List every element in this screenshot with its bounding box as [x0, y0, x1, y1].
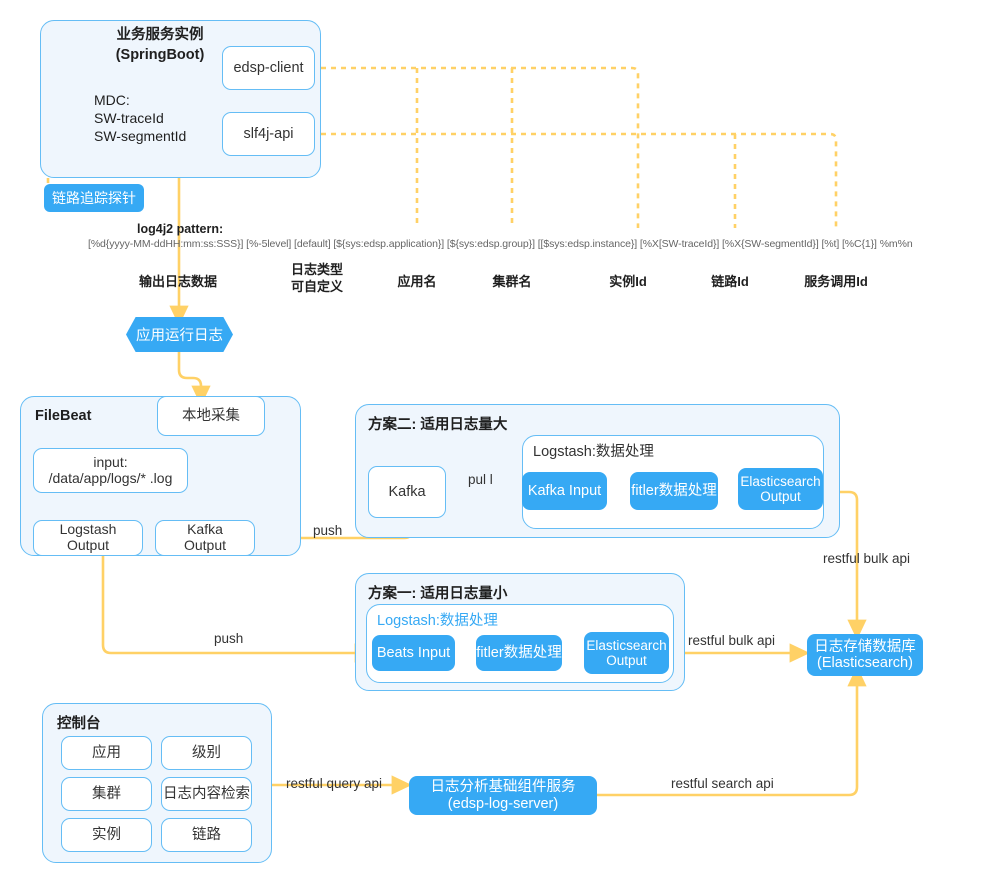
log-storage-label: 日志存储数据库 (Elasticsearch): [814, 638, 916, 671]
runtime-log-label: 应用运行日志: [136, 328, 223, 344]
kafka-output-label: Kafka Output: [183, 521, 227, 553]
local-collect-box[interactable]: 本地采集: [157, 396, 265, 436]
pattern-annotation-4: 实例Id: [609, 274, 647, 289]
edge-label-bulk-api-right: restful bulk api: [823, 551, 911, 566]
edge-label-search-api: restful search api: [671, 776, 774, 791]
pattern-annotation-0: 输出日志数据: [138, 274, 217, 289]
plan-two-stage-es-output[interactable]: Elasticsearch Output: [738, 468, 823, 510]
filebeat-input-label: input: /data/app/logs/* .log: [48, 453, 173, 486]
filebeat-title: FileBeat: [35, 408, 92, 424]
local-collect-label: 本地采集: [182, 407, 240, 424]
module-edsp-client-label: edsp-client: [233, 59, 304, 76]
plan-two-stage-0-label: Kafka Input: [527, 482, 602, 499]
plan-two-stage-filter[interactable]: fitler数据处理: [630, 472, 718, 510]
plan-one-stage-2-label: Elasticsearch Output: [586, 637, 667, 668]
plan-one-title: 方案一: 适用日志量小: [368, 586, 508, 602]
plan-two-kafka-box[interactable]: Kafka: [368, 466, 446, 518]
console-item-0-label: 应用: [92, 744, 121, 761]
wire-pattern-taps: [415, 68, 737, 228]
plan-two-stage-kafka-input[interactable]: Kafka Input: [522, 472, 607, 510]
edge-label-push-kafka: push: [313, 523, 343, 538]
plan-two-logstash-title: Logstash:数据处理: [533, 444, 654, 460]
console-item-2-label: 集群: [92, 785, 121, 802]
pattern-annotation-6: 服务调用Id: [804, 274, 868, 289]
console-item-5-label: 链路: [192, 826, 221, 843]
filebeat-input-box[interactable]: input: /data/app/logs/* .log: [33, 448, 188, 493]
plan-one-stage-es-output[interactable]: Elasticsearch Output: [584, 632, 669, 674]
console-item-trace[interactable]: 链路: [161, 818, 252, 852]
plan-one-stage-1-label: fitler数据处理: [476, 644, 562, 661]
plan-two-pull-label: pul l: [468, 472, 493, 487]
pattern-annotation-2: 应用名: [397, 274, 437, 289]
wire-runtimelog-to-localcollect: [177, 352, 211, 406]
console-title: 控制台: [57, 716, 101, 732]
pattern-annotation-3: 集群名: [492, 274, 532, 289]
log-server-label: 日志分析基础组件服务 (edsp-log-server): [430, 779, 576, 812]
pattern-annotation-5: 链路Id: [711, 274, 749, 289]
console-item-4-label: 实例: [92, 826, 121, 843]
pattern-heading: log4j2 pattern:: [137, 222, 224, 236]
plan-one-stage-0-label: Beats Input: [376, 644, 451, 661]
trace-probe-label: 链路追踪探针: [52, 190, 136, 206]
log-storage-node[interactable]: 日志存储数据库 (Elasticsearch): [807, 634, 923, 676]
plan-two-kafka-label: Kafka: [388, 483, 426, 500]
logstash-output-box[interactable]: Logstash Output: [33, 520, 143, 556]
service-instance-title: 业务服务实例 (SpringBoot): [115, 27, 205, 63]
console-item-level[interactable]: 级别: [161, 736, 252, 770]
wire-slf4j-to-pattern: [321, 132, 838, 228]
wire-edsp-client-to-pattern: [321, 66, 640, 228]
edge-label-bulk-api-plan-one: restful bulk api: [688, 633, 776, 648]
pattern-text: [%d{yyyy-MM-ddHH:mm:ss:SSS}] [%-5level] …: [88, 238, 913, 250]
plan-two-stage-1-label: fitler数据处理: [631, 482, 717, 499]
edge-label-query-api: restful query api: [286, 776, 383, 791]
plan-one-logstash-title: Logstash:数据处理: [377, 613, 498, 629]
module-slf4j-api-label: slf4j-api: [243, 125, 294, 142]
module-edsp-client[interactable]: edsp-client: [222, 46, 315, 90]
kafka-output-box[interactable]: Kafka Output: [155, 520, 255, 556]
pattern-annotation-1: 日志类型 可自定义: [290, 262, 343, 294]
trace-probe-badge[interactable]: 链路追踪探针: [44, 184, 144, 212]
module-slf4j-api[interactable]: slf4j-api: [222, 112, 315, 156]
runtime-log-node[interactable]: 应用运行日志: [126, 317, 233, 352]
plan-two-title: 方案二: 适用日志量大: [368, 417, 508, 433]
mdc-label: MDC: SW-traceId SW-segmentId: [94, 92, 187, 144]
plan-two-stage-2-label: Elasticsearch Output: [740, 473, 821, 504]
console-item-1-label: 级别: [192, 744, 221, 761]
logstash-output-label: Logstash Output: [59, 521, 117, 553]
console-item-app[interactable]: 应用: [61, 736, 152, 770]
console-item-cluster[interactable]: 集群: [61, 777, 152, 811]
edge-label-push-beats: push: [214, 631, 244, 646]
console-item-3-label: 日志内容检索: [163, 785, 250, 802]
log-server-node[interactable]: 日志分析基础组件服务 (edsp-log-server): [409, 776, 597, 815]
plan-one-stage-beats-input[interactable]: Beats Input: [372, 635, 455, 671]
console-item-log-search[interactable]: 日志内容检索: [161, 777, 252, 811]
plan-one-stage-filter[interactable]: fitler数据处理: [476, 635, 562, 671]
console-item-instance[interactable]: 实例: [61, 818, 152, 852]
